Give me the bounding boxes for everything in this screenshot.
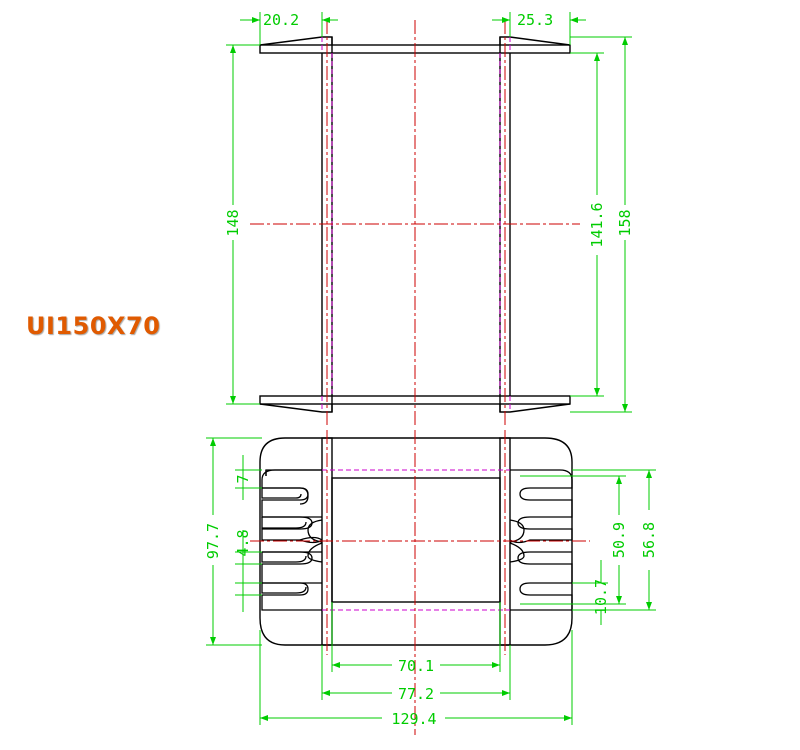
dim-97-7: 97.7 [204, 523, 222, 559]
dim-148: 148 [224, 209, 242, 236]
right-comb-slots [509, 469, 573, 611]
dim-4-8: 4.8 [234, 529, 252, 556]
dim-25-3: 25.3 [517, 11, 553, 29]
top-view-dimensions [226, 12, 632, 413]
side-view-dimensions [206, 437, 656, 725]
side-body-outline [259, 437, 573, 646]
left-comb-slots [261, 469, 323, 611]
side-view-hidden-lines [322, 469, 510, 611]
dim-10-7: 10.7 [592, 579, 610, 615]
dim-141-6: 141.6 [588, 202, 606, 247]
dim-70-1: 70.1 [398, 657, 434, 675]
side-view-arrows [210, 438, 652, 721]
top-left-taper [259, 36, 333, 46]
inner-window [331, 477, 501, 603]
top-view-center-lines [250, 20, 580, 425]
dim-56-8: 56.8 [640, 522, 658, 558]
dim-129-4: 129.4 [391, 710, 436, 728]
dimension-labels: 20.2 25.3 148 141.6 158 97.7 7 4.8 50.9 … [204, 11, 658, 728]
dim-20-2: 20.2 [263, 11, 299, 29]
dim-158: 158 [616, 209, 634, 236]
top-view-arrows [230, 17, 628, 412]
bottom-left-taper [259, 403, 333, 413]
model-label: UI150X70 [26, 312, 161, 340]
dim-7: 7 [234, 474, 252, 483]
dim-50-9: 50.9 [610, 522, 628, 558]
side-view-center-lines [250, 430, 590, 735]
dim-77-2: 77.2 [398, 685, 434, 703]
